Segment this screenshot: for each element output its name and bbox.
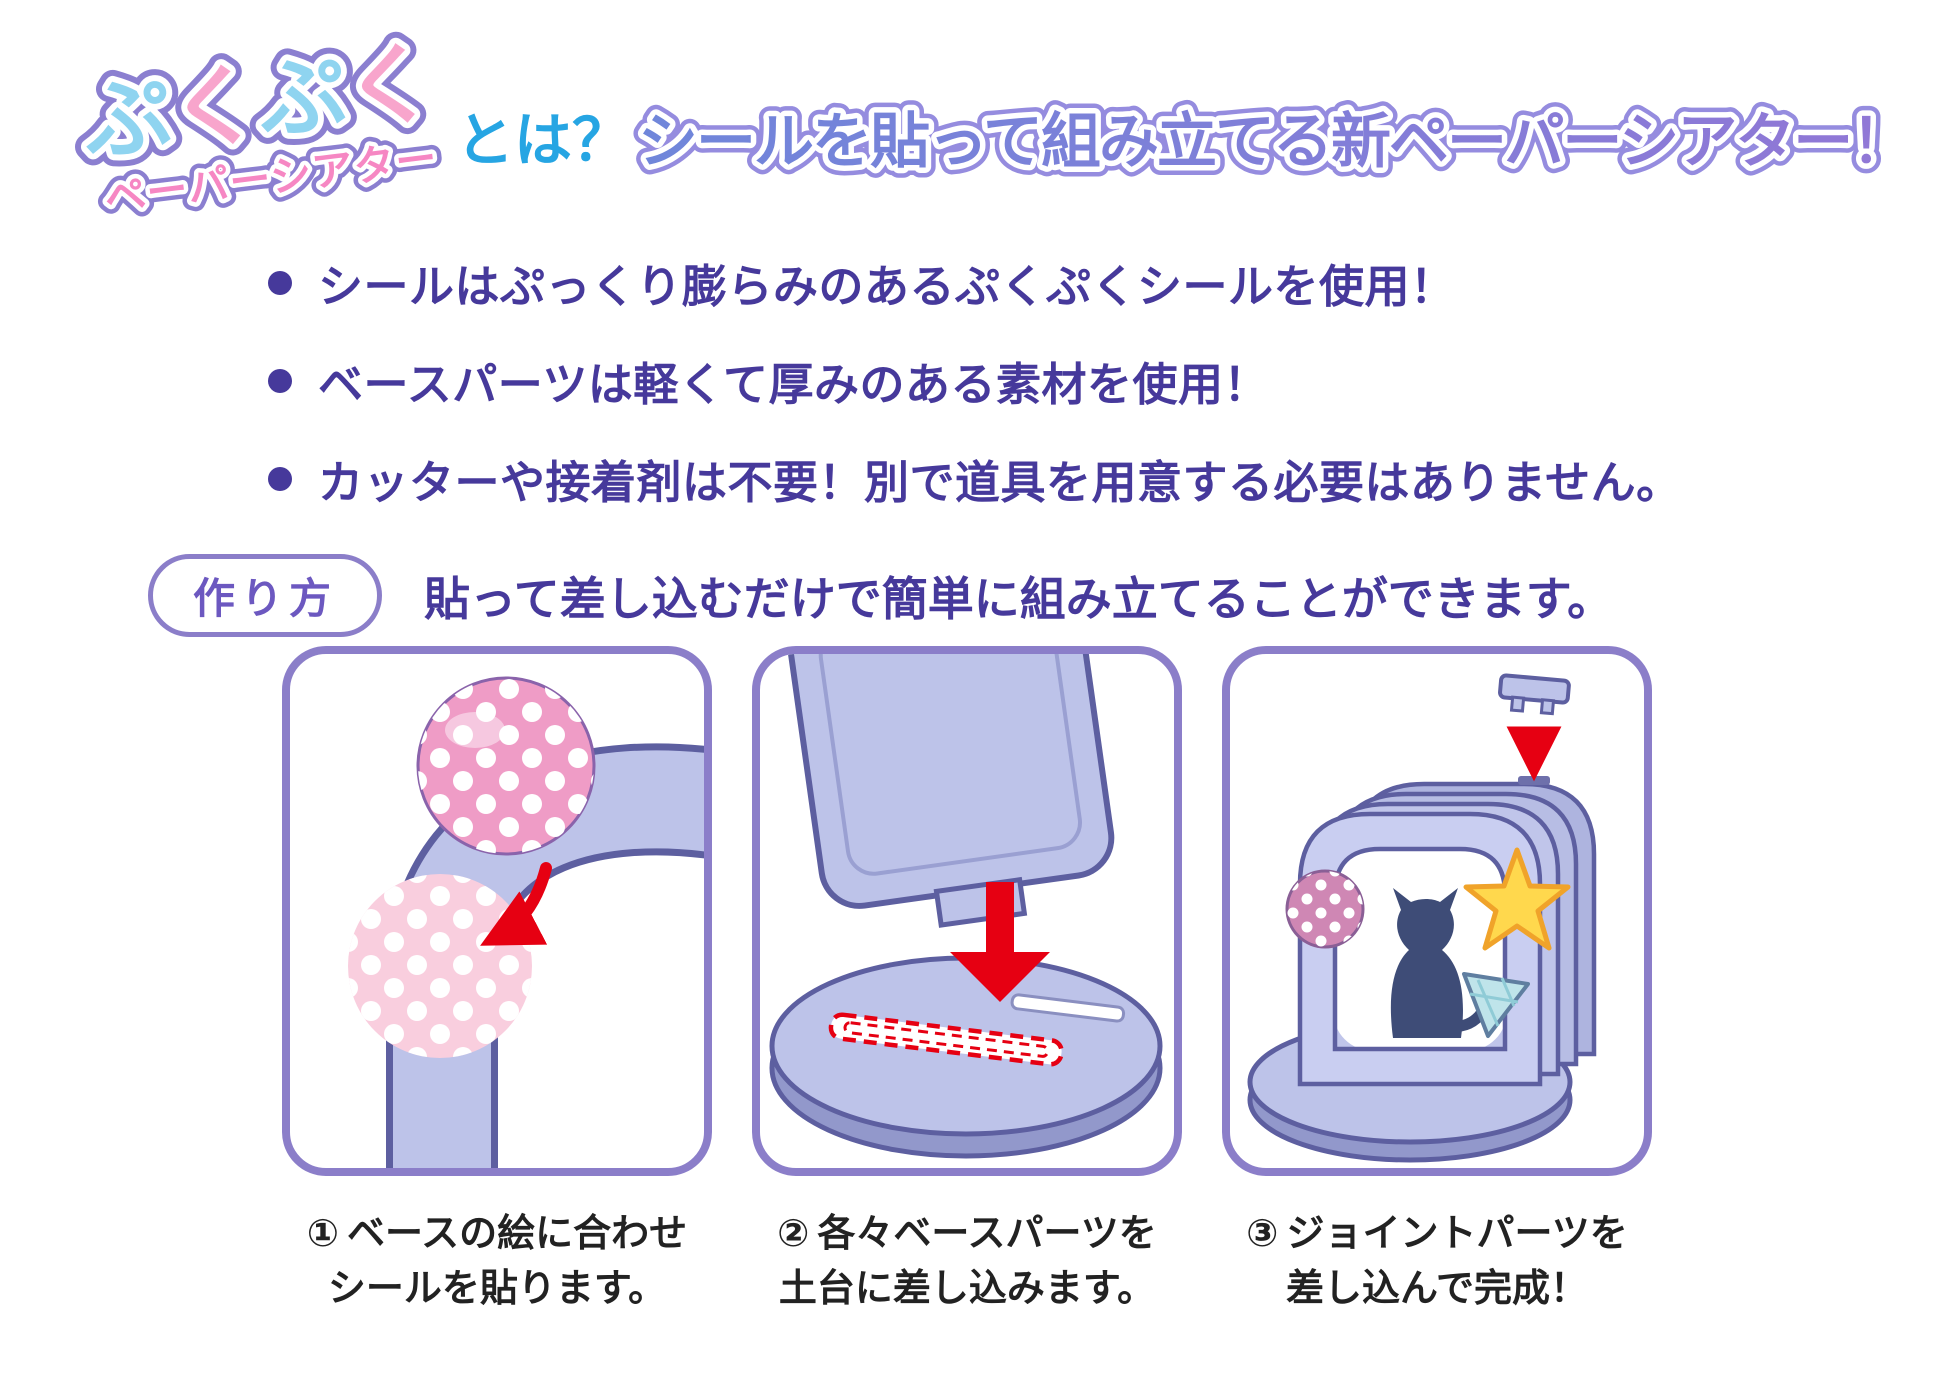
polka-ball xyxy=(1285,869,1365,949)
step-number: ① xyxy=(306,1211,340,1255)
caption-line1: 各々ベースパーツを xyxy=(817,1211,1157,1255)
step-3-panel xyxy=(1222,646,1652,1176)
joint-slot xyxy=(1518,776,1550,785)
headline: とは？ とは？ シールを貼って組み立てる新ペーパーシアター！ シールを貼って組み… xyxy=(452,97,1921,187)
howto-lead: 貼って差し込むだけで簡単に組み立てることができます。 xyxy=(424,571,1614,626)
step-2-panel xyxy=(752,646,1182,1176)
feature-text: シールはぷっくり膨らみのあるぷくぷくシールを使用！ xyxy=(318,260,1456,313)
howto-badge: 作り方 xyxy=(148,554,383,637)
caption-line2: シールを貼ります。 xyxy=(327,1266,667,1311)
headline-prefix-outline: とは？ xyxy=(456,106,630,174)
feature-item: シールはぷっくり膨らみのあるぷくぷくシールを使用！ xyxy=(268,250,1682,315)
slot-plain xyxy=(1010,993,1126,1023)
base-disc xyxy=(769,955,1163,1159)
step-number: ③ xyxy=(1246,1211,1279,1255)
down-arrow-icon xyxy=(950,882,1050,1002)
feature-item: ベースパーツは軽くて厚みのある素材を使用！ xyxy=(268,348,1682,413)
headline-prefix: とは？ xyxy=(456,106,630,174)
sticker-highlight xyxy=(445,712,505,748)
feature-text: ベースパーツは軽くて厚みのある素材を使用！ xyxy=(318,358,1270,411)
feature-list: シールはぷっくり膨らみのあるぷくぷくシールを使用！ ベースパーツは軽くて厚みのあ… xyxy=(268,250,1682,544)
step-1-panel xyxy=(282,646,712,1176)
polka-sticker xyxy=(416,676,596,856)
feature-text: カッターや接着剤は不要！別で道具を用意する必要はありません。 xyxy=(318,456,1682,509)
bullet-icon xyxy=(268,270,292,295)
feature-item: カッターや接着剤は不要！別で道具を用意する必要はありません。 xyxy=(268,446,1682,511)
howto-badge-label: 作り方 xyxy=(193,574,338,623)
joint-part xyxy=(1498,673,1571,716)
curved-arrow-icon xyxy=(480,862,552,946)
step1-illustration xyxy=(348,676,704,1168)
brand-logo: ぷくぷく ぷくぷく ぷくぷく ペーパーシアター ペーパーシアター ペーパーシアタ… xyxy=(70,30,451,231)
caption-line1: ジョイントパーツを xyxy=(1286,1211,1628,1255)
howto-row: 作り方 貼って差し込むだけで簡単に組み立てることができます。 xyxy=(148,554,1613,637)
step3-illustration xyxy=(1247,673,1597,1163)
bullet-icon xyxy=(268,466,292,491)
headline-title-white: シールを貼って組み立てる新ペーパーシアター！ xyxy=(638,107,1909,177)
logo-line1: ぷくぷく xyxy=(76,30,439,175)
star-icon xyxy=(1463,847,1571,951)
step2-illustration xyxy=(769,654,1163,1159)
headline-title: シールを貼って組み立てる新ペーパーシアター！ xyxy=(638,107,1909,177)
target-spot xyxy=(348,874,532,1058)
headline-title-outline: シールを貼って組み立てる新ペーパーシアター！ xyxy=(638,107,1909,177)
ice-cone xyxy=(1462,972,1530,1038)
caption-line2: 差し込んで完成！ xyxy=(1285,1266,1589,1311)
step-number: ② xyxy=(777,1211,810,1255)
caption-line1: ベースの絵に合わせ xyxy=(347,1211,688,1255)
arch-part xyxy=(786,654,1115,928)
caption-line2: 土台に差し込みます。 xyxy=(778,1266,1156,1311)
bullet-icon xyxy=(268,368,292,393)
